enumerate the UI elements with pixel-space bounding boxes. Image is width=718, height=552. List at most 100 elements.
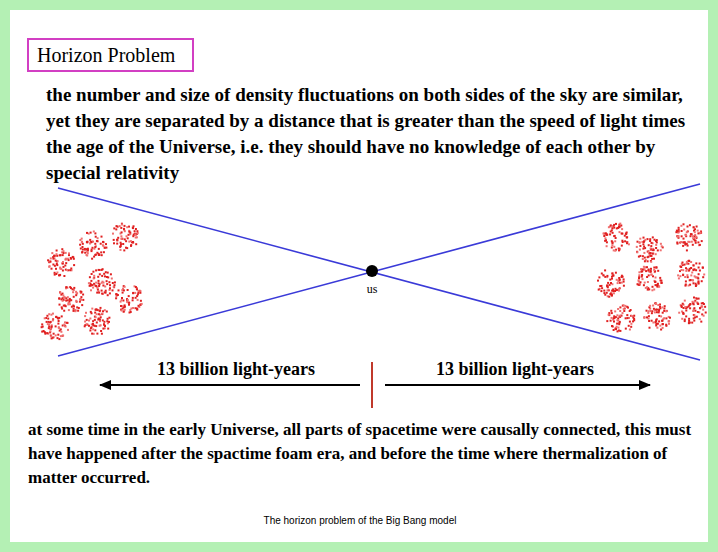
fluctuation-speck <box>606 285 608 287</box>
fluctuation-speck <box>613 315 615 317</box>
fluctuation-speck <box>656 318 658 320</box>
fluctuation-speck <box>107 272 109 274</box>
fluctuation-speck <box>95 282 97 284</box>
fluctuation-speck <box>652 253 654 255</box>
fluctuation-speck <box>643 252 645 254</box>
fluctuation-speck <box>57 334 59 336</box>
fluctuation-speck <box>49 330 51 332</box>
fluctuation-speck <box>89 276 91 278</box>
fluctuation-speck <box>693 226 695 228</box>
fluctuation-speck <box>121 297 123 299</box>
fluctuation-speck <box>121 231 123 233</box>
fluctuation-speck <box>62 270 64 272</box>
fluctuation-speck <box>654 280 656 282</box>
fluctuation-speck <box>127 299 129 301</box>
fluctuation-speck <box>121 238 123 240</box>
fluctuation-speck <box>80 291 82 293</box>
fluctuation-speck <box>121 238 123 240</box>
fluctuation-speck <box>690 235 692 237</box>
fluctuation-speck <box>112 282 114 284</box>
fluctuation-speck <box>115 297 117 299</box>
fluctuation-speck <box>656 327 658 329</box>
fluctuation-speck <box>648 256 650 258</box>
fluctuation-speck <box>697 230 699 232</box>
fluctuation-speck <box>656 311 658 313</box>
fluctuation-speck <box>81 252 83 254</box>
fluctuation-speck <box>124 238 126 240</box>
fluctuation-speck <box>90 311 92 313</box>
fluctuation-speck <box>47 323 49 325</box>
fluctuation-speck <box>655 247 657 249</box>
fluctuation-speck <box>604 240 606 242</box>
fluctuation-speck <box>123 289 125 291</box>
fluctuation-speck <box>50 327 52 329</box>
fluctuation-speck <box>615 237 617 239</box>
fluctuation-speck <box>684 242 686 244</box>
fluctuation-speck <box>626 242 628 244</box>
fluctuation-speck <box>629 329 631 331</box>
fluctuation-speck <box>689 224 691 226</box>
fluctuation-speck <box>109 292 111 294</box>
fluctuation-speck <box>612 232 614 234</box>
fluctuation-speck <box>630 309 632 311</box>
fluctuation-speck <box>102 268 104 270</box>
fluctuation-speck <box>51 252 53 254</box>
fluctuation-speck <box>136 308 138 310</box>
fluctuation-speck <box>136 295 138 297</box>
fluctuation-speck <box>65 252 67 254</box>
fluctuation-speck <box>118 289 120 291</box>
fluctuation-speck <box>137 232 139 234</box>
fluctuation-speck <box>657 249 659 251</box>
fluctuation-speck <box>613 321 615 323</box>
fluctuation-speck <box>132 297 134 299</box>
fluctuation-speck <box>93 256 95 258</box>
fluctuation-speck <box>98 292 100 294</box>
fluctuation-speck <box>701 240 703 242</box>
fluctuation-speck <box>91 333 93 335</box>
fluctuation-speck <box>89 318 91 320</box>
light-cone-line <box>58 184 700 356</box>
fluctuation-speck <box>101 269 103 271</box>
fluctuation-speck <box>57 337 59 339</box>
fluctuation-speck <box>126 235 128 237</box>
fluctuation-speck <box>130 245 132 247</box>
fluctuation-speck <box>113 242 115 244</box>
fluctuation-speck <box>616 319 618 321</box>
fluctuation-speck <box>684 306 686 308</box>
fluctuation-speck <box>694 231 696 233</box>
fluctuation-speck <box>121 223 123 225</box>
fluctuation-speck <box>680 241 682 243</box>
fluctuation-speck <box>140 304 142 306</box>
fluctuation-speck <box>606 245 608 247</box>
fluctuation-speck <box>604 269 606 271</box>
fluctuation-speck <box>683 223 685 225</box>
fluctuation-speck <box>122 300 124 302</box>
fluctuation-speck <box>651 312 653 314</box>
fluctuation-speck <box>657 304 659 306</box>
fluctuation-speck <box>681 235 683 237</box>
fluctuation-speck <box>695 262 697 264</box>
fluctuation-speck <box>91 326 93 328</box>
fluctuation-speck <box>610 224 612 226</box>
fluctuation-speck <box>687 230 689 232</box>
fluctuation-speck <box>67 296 69 298</box>
fluctuation-speck <box>127 237 129 239</box>
fluctuation-speck <box>128 302 130 304</box>
fluctuation-speck <box>117 294 119 296</box>
fluctuation-speck <box>130 240 132 242</box>
fluctuation-speck <box>643 316 645 318</box>
fluctuation-speck <box>92 284 94 286</box>
fluctuation-speck <box>684 300 686 302</box>
fluctuation-speck <box>609 293 611 295</box>
fluctuation-speck <box>104 275 106 277</box>
fluctuation-speck <box>95 309 97 311</box>
fluctuation-speck <box>702 267 704 269</box>
fluctuation-speck <box>72 291 74 293</box>
fluctuation-speck <box>611 229 613 231</box>
fluctuation-speck <box>63 250 65 252</box>
fluctuation-speck <box>660 315 662 317</box>
fluctuation-speck <box>618 323 620 325</box>
fluctuation-speck <box>81 251 83 253</box>
fluctuation-speck <box>619 306 621 308</box>
fluctuation-speck <box>703 303 705 305</box>
